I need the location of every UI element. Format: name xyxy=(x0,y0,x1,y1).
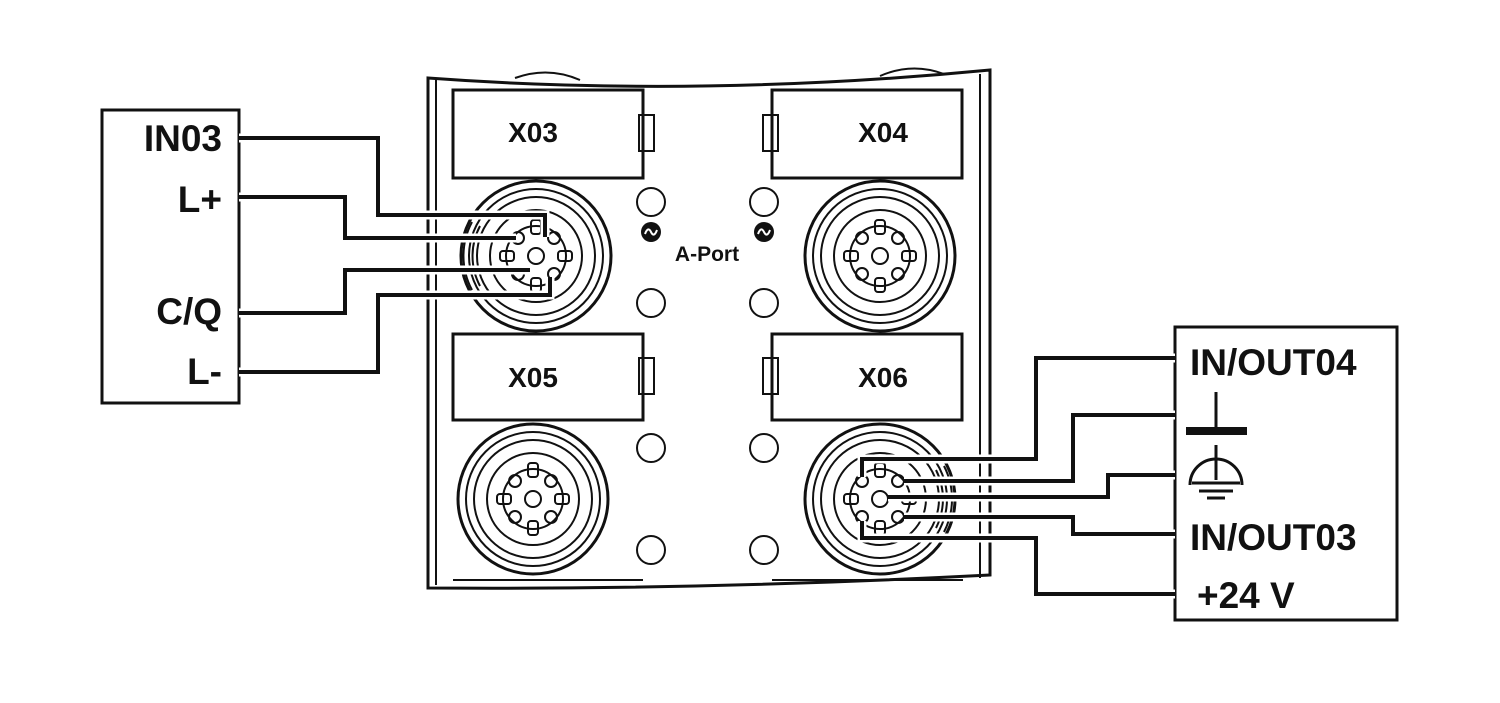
terminal-24v: +24 V xyxy=(1197,575,1295,616)
led xyxy=(749,187,779,217)
m12-connector-x03 xyxy=(459,179,613,333)
port-label-x06: X06 xyxy=(762,332,964,422)
led xyxy=(749,535,779,565)
wires-left xyxy=(239,133,555,377)
protective-earth-icon xyxy=(1188,445,1244,500)
led xyxy=(636,535,666,565)
led xyxy=(636,433,666,463)
io-link-icon xyxy=(754,222,774,242)
led xyxy=(749,288,779,318)
led xyxy=(749,433,779,463)
a-port-label: A-Port xyxy=(675,243,739,266)
terminal-l-minus: L- xyxy=(187,351,222,392)
port-label-x05: X05 xyxy=(451,332,655,422)
port-label-x03: X03 xyxy=(451,88,655,180)
sensor-box-left: IN03 L+ C/Q L- xyxy=(100,108,241,405)
terminal-inout04: IN/OUT04 xyxy=(1190,342,1357,383)
led xyxy=(636,288,666,318)
port-label-x04: X04 xyxy=(762,88,964,180)
m12-connector-x04 xyxy=(803,179,957,333)
dc-ground-icon xyxy=(1186,392,1247,435)
actuator-box-right: IN/OUT04 IN/OUT03 +24 V xyxy=(1173,325,1399,622)
wires-right xyxy=(857,353,1175,599)
led xyxy=(636,187,666,217)
terminal-cq: C/Q xyxy=(156,291,222,332)
port-x06-text: X06 xyxy=(858,362,908,393)
m12-connector-x05 xyxy=(456,422,610,576)
terminal-inout03: IN/OUT03 xyxy=(1190,517,1357,558)
terminal-in03: IN03 xyxy=(144,118,222,159)
port-x05-text: X05 xyxy=(508,362,558,393)
port-x03-text: X03 xyxy=(508,117,558,148)
terminal-l-plus: L+ xyxy=(178,179,222,220)
port-x04-text: X04 xyxy=(858,117,908,148)
io-link-icon xyxy=(641,222,661,242)
status-leds xyxy=(636,187,779,565)
